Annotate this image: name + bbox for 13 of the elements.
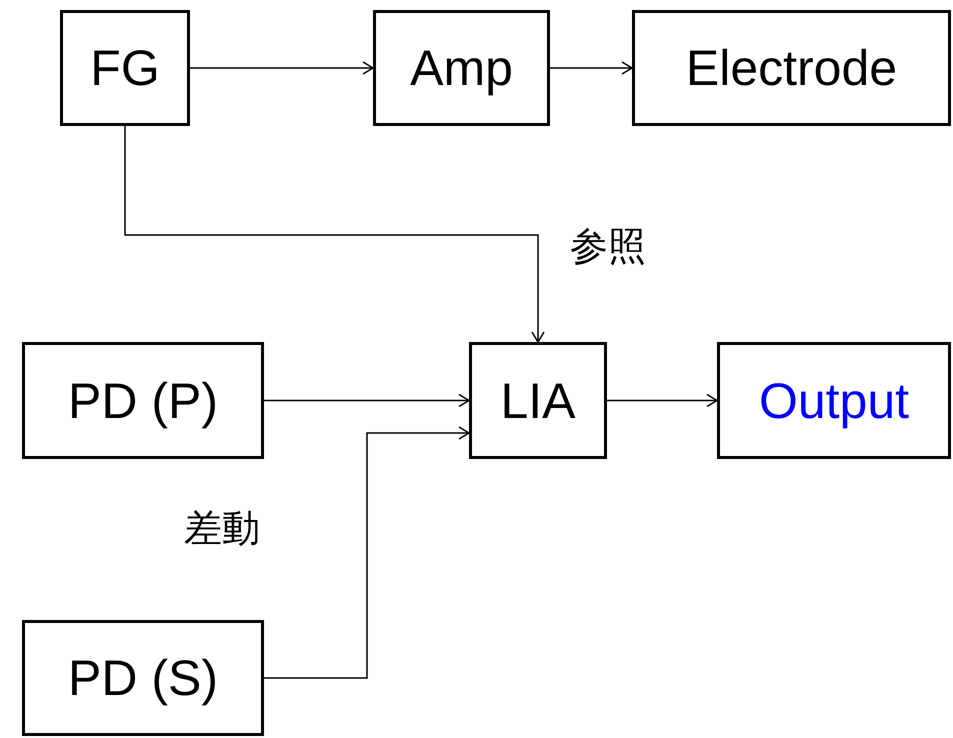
arrow: [124, 126, 545, 343]
arrow: [607, 394, 718, 408]
arrow: [264, 426, 470, 679]
process-box: Amp: [373, 10, 550, 126]
arrow: [264, 394, 470, 408]
arrow: [190, 61, 374, 75]
process-box: LIA: [469, 342, 607, 459]
process-box: Electrode: [632, 10, 951, 126]
process-box: PD (S): [22, 620, 264, 736]
arrow: [550, 61, 633, 75]
process-box: PD (P): [22, 342, 264, 459]
process-box: Output: [717, 342, 951, 459]
process-box: FG: [60, 10, 190, 126]
